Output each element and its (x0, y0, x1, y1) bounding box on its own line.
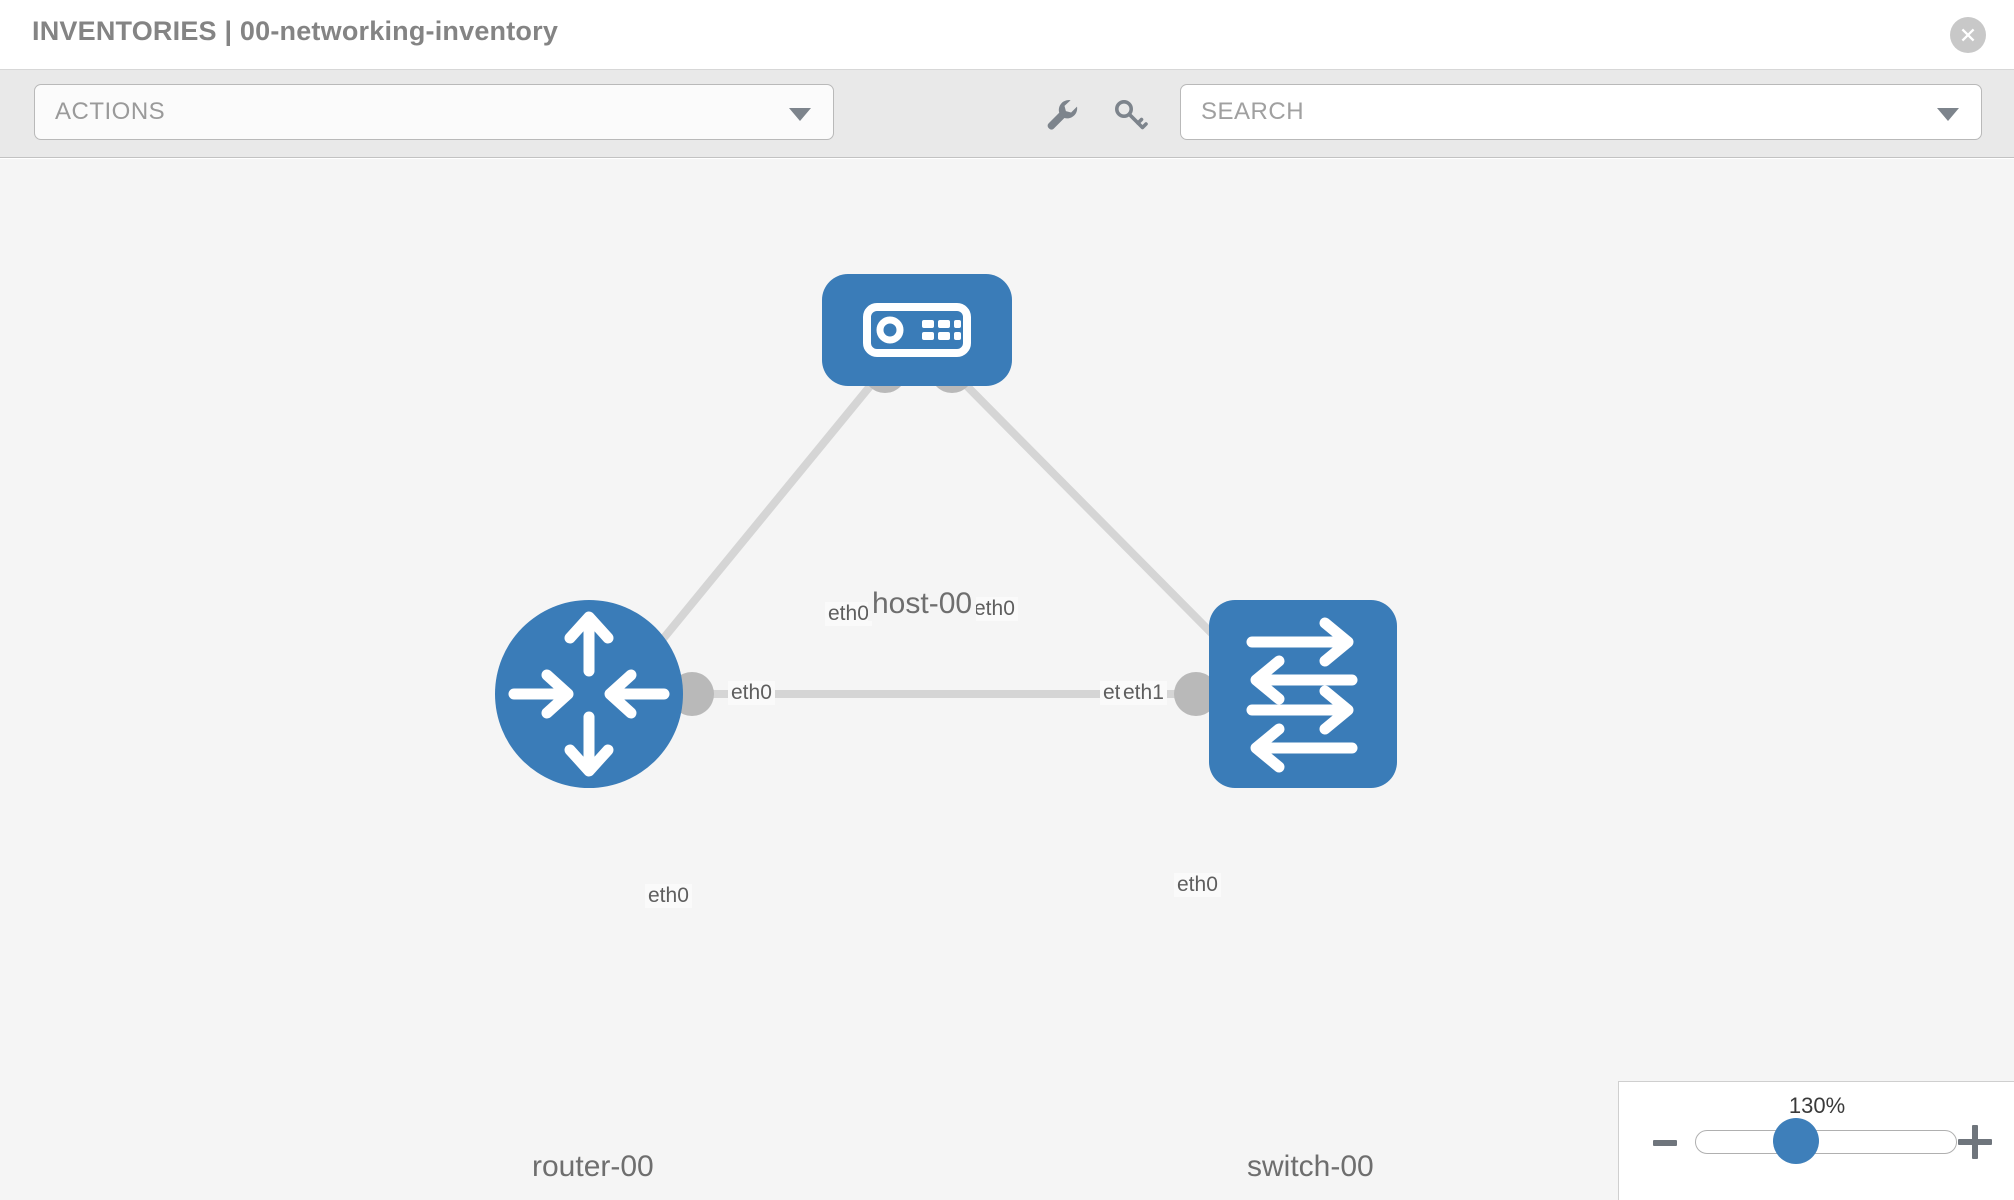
actions-dropdown[interactable]: ACTIONS (34, 84, 834, 140)
key-icon[interactable] (1108, 93, 1152, 137)
iface-label: eth0 (645, 884, 692, 908)
iface-label: eth0 (728, 681, 775, 705)
iface-label: eth0 (825, 602, 872, 626)
iface-label: eth0 (971, 597, 1018, 621)
socket-switch-eth1-west (1174, 672, 1218, 716)
topology-graph (495, 274, 1397, 788)
chevron-down-icon (1937, 108, 1959, 121)
zoom-level-value: 130% (1788, 1093, 1846, 1118)
node-host-00 (822, 274, 1012, 386)
node-label-switch: switch-00 (1243, 1150, 1378, 1184)
actions-dropdown-label: ACTIONS (55, 98, 166, 125)
minus-icon[interactable] (1649, 1129, 1681, 1157)
page-title: INVENTORIES | 00-networking-inventory (32, 16, 559, 46)
node-label-host: host-00 (868, 587, 977, 621)
page-header: INVENTORIES | 00-networking-inventory (0, 0, 2014, 70)
search-field[interactable] (1180, 84, 1982, 140)
topology-edges (636, 371, 1248, 698)
iface-label: eth0 (1174, 873, 1221, 897)
node-label-router: router-00 (528, 1150, 658, 1184)
topology-canvas[interactable]: eth0 eth0 eth0 eth0 eth0 eth0 eth1 host-… (0, 159, 2014, 1200)
node-switch-00 (1209, 600, 1397, 788)
chevron-down-icon (789, 108, 811, 121)
iface-label: eth1 (1120, 681, 1167, 705)
zoom-slider[interactable] (1695, 1130, 1957, 1154)
zoom-control-panel: 130% (1618, 1081, 2014, 1200)
zoom-slider-thumb[interactable] (1773, 1118, 1819, 1164)
plus-icon[interactable] (1958, 1125, 1992, 1159)
edge-host-router (636, 371, 884, 670)
close-icon[interactable] (1950, 17, 1986, 53)
topology-sockets (670, 349, 1257, 716)
wrench-icon[interactable] (1040, 93, 1084, 137)
edge-host-switch (952, 371, 1248, 670)
node-router-00 (495, 600, 683, 788)
search-input[interactable] (1199, 85, 1919, 139)
